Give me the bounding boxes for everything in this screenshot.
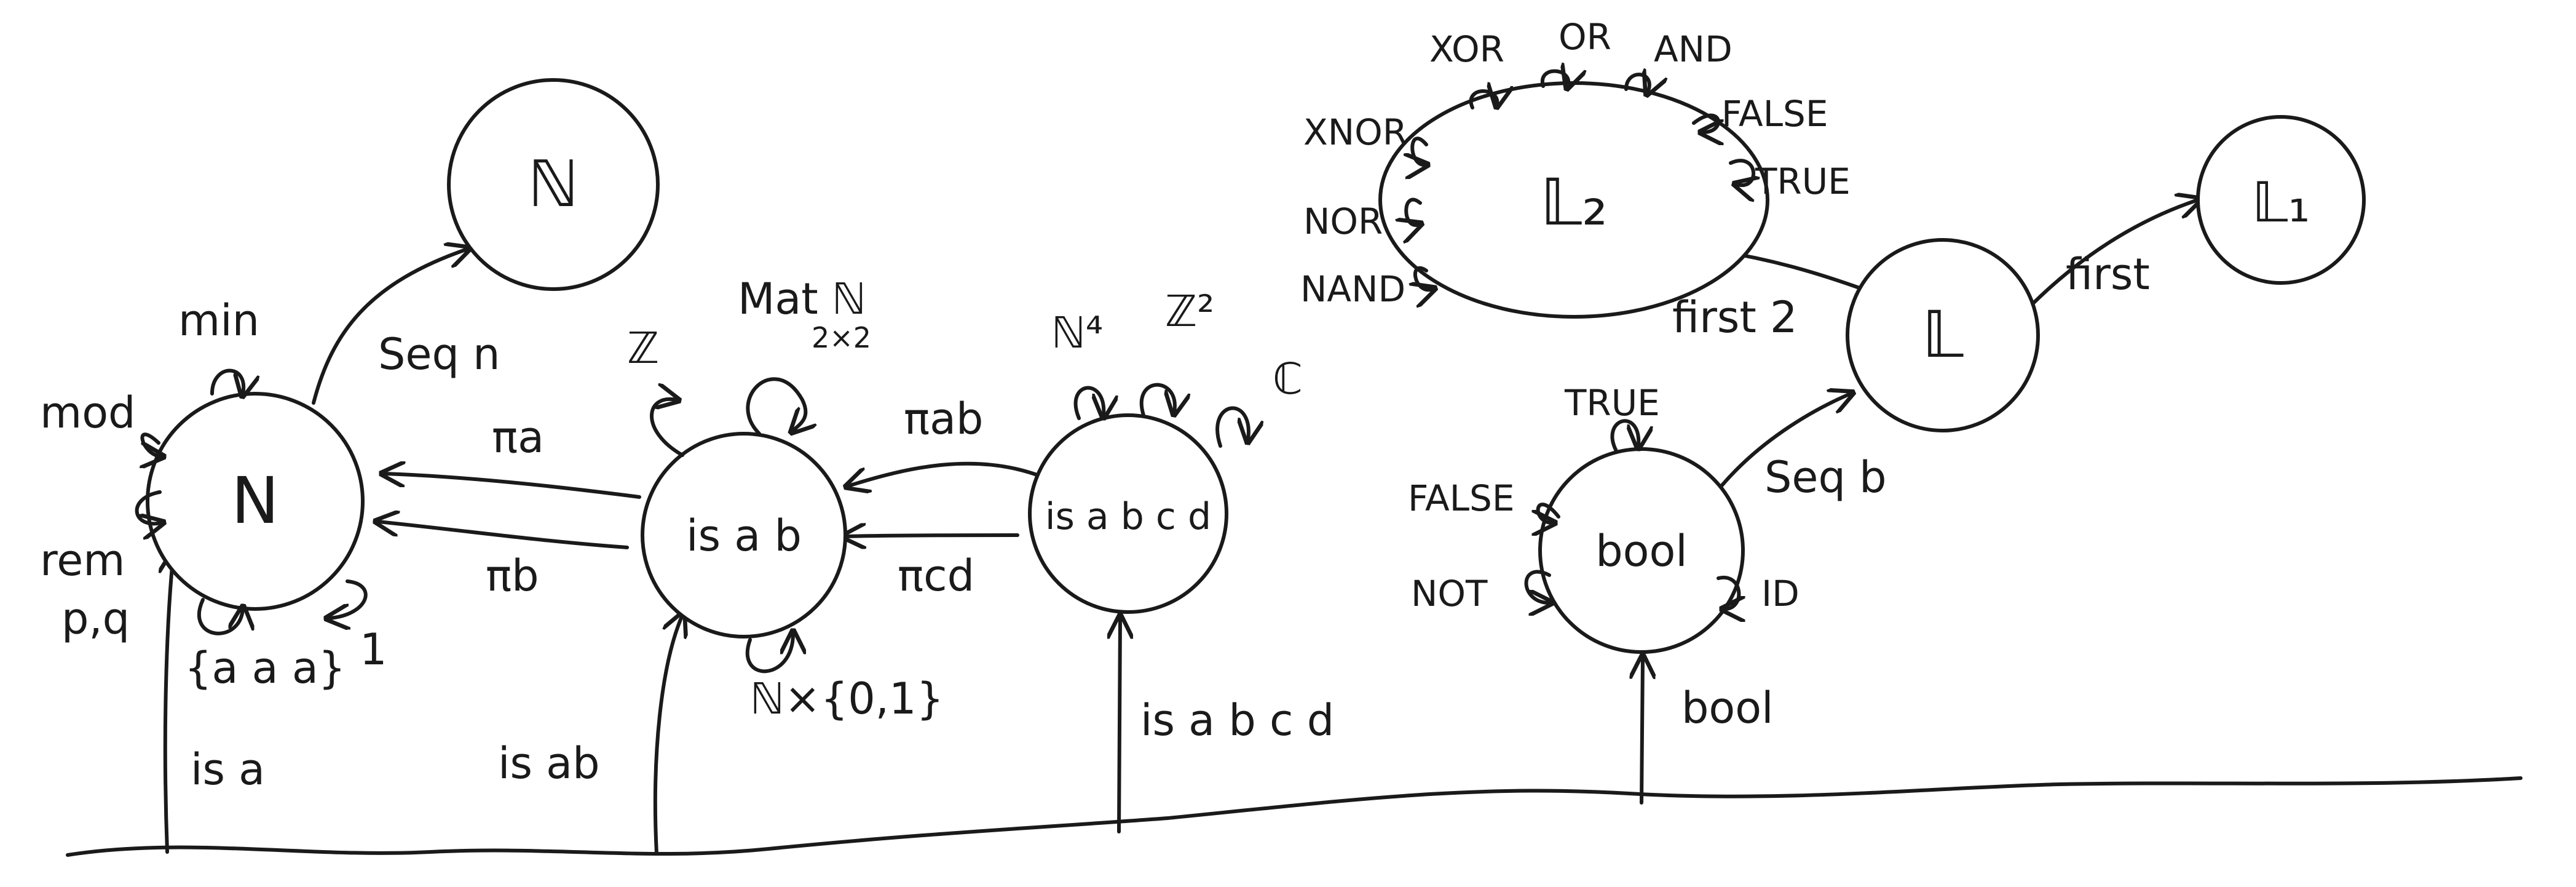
svg-text:𝕃₂: 𝕃₂ [1540, 165, 1608, 240]
svg-text:is a b c d: is a b c d [1045, 495, 1211, 538]
label-aaa: {a a a} [184, 643, 346, 693]
label-Z: ℤ [627, 323, 659, 373]
label-pi-b: πb [486, 551, 539, 601]
label-rem: rem [40, 535, 125, 586]
svg-text:is a b: is a b [686, 511, 802, 561]
svg-text:bool: bool [1595, 526, 1688, 576]
label-nand: NAND [1300, 268, 1405, 310]
label-seq-n: Seq n [378, 329, 500, 380]
input-arrow-bool [1642, 658, 1643, 805]
self-loops [135, 71, 1754, 674]
label-mat-N: Mat ℕ [738, 274, 866, 324]
label-first: first [2066, 249, 2150, 300]
label-not-b: NOT [1411, 573, 1488, 615]
edge-pi-a [384, 474, 641, 499]
label-input-is-abcd: is a b c d [1140, 695, 1334, 746]
label-mod: mod [40, 388, 135, 438]
edge-pi-ab [848, 461, 1044, 486]
label-input-is-a: is a [191, 744, 265, 795]
label-seq-b: Seq b [1764, 452, 1887, 503]
label-and: AND [1654, 28, 1732, 70]
label-C: ℂ [1273, 354, 1303, 404]
node-L: 𝕃 [1846, 238, 2040, 432]
label-pi-a: πa [492, 412, 544, 463]
label-xor: XOR [1429, 28, 1504, 70]
input-arrow-is-abcd [1119, 618, 1120, 833]
svg-text:𝕃: 𝕃 [1922, 297, 1964, 372]
label-one: 1 [360, 624, 387, 675]
svg-text:𝕃₁: 𝕃₁ [2251, 170, 2310, 235]
label-pi-cd: πcd [898, 551, 974, 601]
svg-text:ℕ: ℕ [527, 146, 579, 221]
label-pi-ab: πab [904, 394, 983, 444]
node-is-ab: is a b [641, 432, 847, 638]
edge-first [2027, 200, 2198, 309]
label-z2: ℤ² [1165, 286, 1214, 336]
label-pq: p,q [61, 594, 130, 644]
label-min: min [178, 295, 259, 346]
node-natural-numbers: ℕ [447, 78, 660, 291]
label-id-b: ID [1761, 573, 1800, 615]
label-first2: first 2 [1672, 292, 1798, 343]
svg-text:N: N [231, 463, 279, 538]
node-L2: 𝕃₂ [1378, 81, 1769, 319]
label-false-b: FALSE [1408, 477, 1515, 519]
label-false-l2: FALSE [1721, 93, 1828, 135]
edge-pi-cd [845, 535, 1019, 536]
node-bool: bool [1538, 447, 1745, 654]
edge-seq-b [1720, 394, 1851, 488]
input-arrow-is-ab [653, 615, 682, 856]
node-is-abcd: is a b c d [1028, 413, 1228, 614]
label-input-bool: bool [1681, 683, 1774, 733]
label-xnor: XNOR [1303, 111, 1407, 153]
label-or: OR [1559, 16, 1611, 58]
label-true-l2: TRUE [1755, 161, 1851, 202]
ground-line [66, 776, 2523, 857]
label-n4: ℕ⁴ [1051, 308, 1103, 358]
label-mat-dim: 2×2 [812, 321, 871, 354]
edge-seq-n [312, 249, 467, 405]
input-arrow-is-a [165, 554, 173, 854]
node-L1: 𝕃₁ [2196, 115, 2366, 285]
label-nx01: ℕ×{0,1} [750, 674, 944, 724]
node-N: N [146, 392, 365, 611]
label-true-b: TRUE [1564, 382, 1660, 424]
edge-pi-b [378, 522, 629, 549]
label-nor: NOR [1303, 201, 1383, 242]
label-input-is-ab: is ab [498, 738, 600, 789]
